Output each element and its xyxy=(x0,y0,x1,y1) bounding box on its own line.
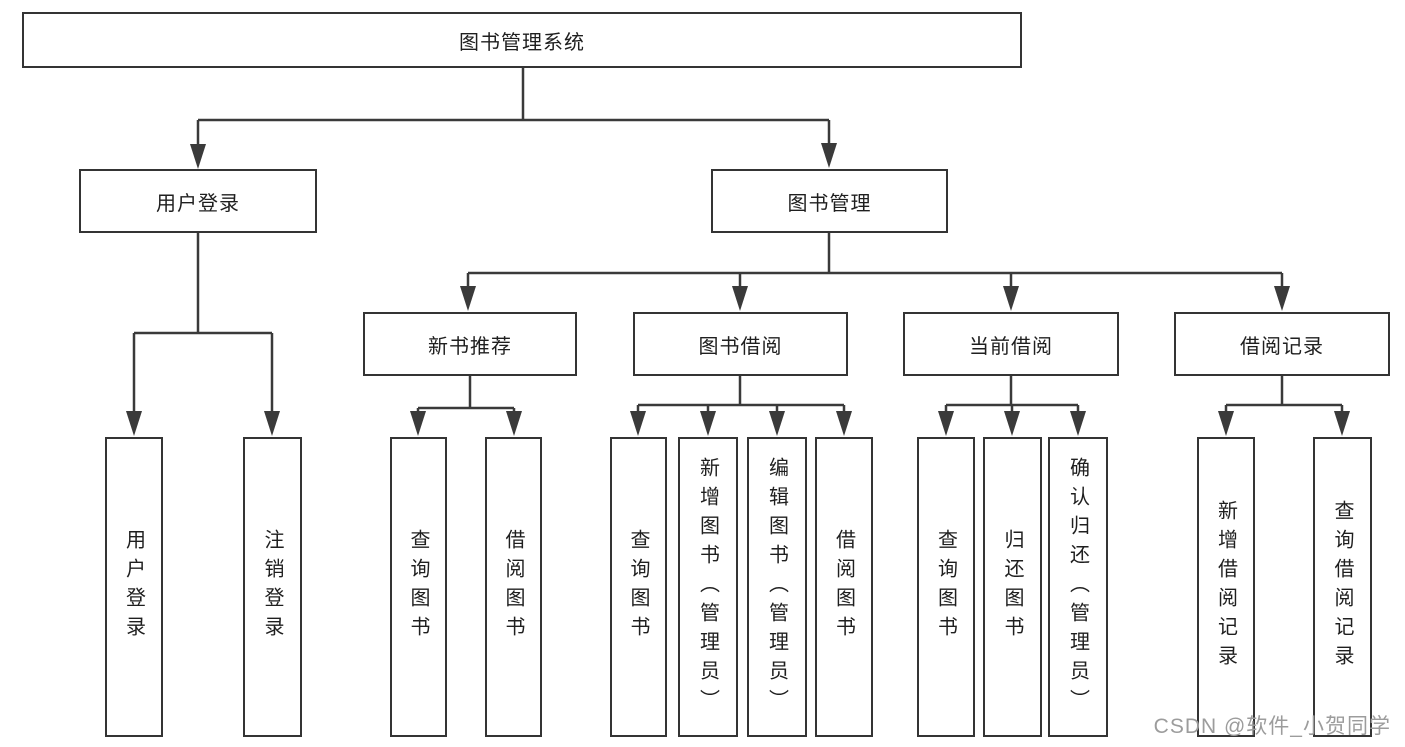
connector-root-to-level2 xyxy=(190,68,837,169)
connector-user-login-to-leaves xyxy=(126,233,280,436)
leaf-borrow-books-label: 借阅图书 xyxy=(832,529,855,645)
connector-records-to-leaves xyxy=(1218,376,1350,436)
leaf-edit-book-admin: 编辑图书（管理员） xyxy=(747,437,807,737)
leaf-logout: 注销登录 xyxy=(243,437,302,737)
node-borrowing-records: 借阅记录 xyxy=(1174,312,1390,376)
leaf-borrow-books: 借阅图书 xyxy=(815,437,873,737)
connector-new-book-to-leaves xyxy=(410,376,522,436)
leaf-confirm-return-admin: 确认归还（管理员） xyxy=(1048,437,1108,737)
leaf-borrow-books-recommend: 借阅图书 xyxy=(485,437,542,737)
leaf-user-login: 用户登录 xyxy=(105,437,163,737)
leaf-query-borrow-record: 查询借阅记录 xyxy=(1313,437,1372,737)
leaf-query-books-borrow-label: 查询图书 xyxy=(627,529,649,645)
node-new-book-recommend: 新书推荐 xyxy=(363,312,577,376)
leaf-logout-label: 注销登录 xyxy=(261,529,283,645)
leaf-user-login-label: 用户登录 xyxy=(122,529,145,645)
leaf-query-books-recommend-label: 查询图书 xyxy=(407,529,429,645)
leaf-query-books-recommend: 查询图书 xyxy=(390,437,447,737)
leaf-add-book-admin: 新增图书（管理员） xyxy=(678,437,738,737)
leaf-add-borrow-record-label: 新增借阅记录 xyxy=(1214,500,1237,674)
leaf-query-books-borrow: 查询图书 xyxy=(610,437,667,737)
leaf-query-books-current: 查询图书 xyxy=(917,437,975,737)
leaf-return-books: 归还图书 xyxy=(983,437,1042,737)
leaf-add-book-admin-label: 新增图书（管理员） xyxy=(696,456,719,718)
node-user-login: 用户登录 xyxy=(79,169,317,233)
node-library-management-system: 图书管理系统 xyxy=(22,12,1022,68)
csdn-watermark: CSDN @软件_小贺同学 xyxy=(1153,715,1391,738)
node-book-management: 图书管理 xyxy=(711,169,948,233)
connector-book-borrow-to-leaves xyxy=(630,376,852,436)
leaf-query-borrow-record-label: 查询借阅记录 xyxy=(1331,500,1353,674)
leaf-return-books-label: 归还图书 xyxy=(1001,529,1023,645)
leaf-borrow-books-recommend-label: 借阅图书 xyxy=(502,529,524,645)
leaf-query-books-current-label: 查询图书 xyxy=(934,529,957,645)
connector-current-borrow-to-leaves xyxy=(938,376,1086,436)
leaf-edit-book-admin-label: 编辑图书（管理员） xyxy=(765,456,788,718)
leaf-confirm-return-admin-label: 确认归还（管理员） xyxy=(1066,456,1089,718)
node-book-borrowing: 图书借阅 xyxy=(633,312,848,376)
connector-book-mgmt-to-level3 xyxy=(460,233,1290,311)
leaf-add-borrow-record: 新增借阅记录 xyxy=(1197,437,1255,737)
node-current-borrowing: 当前借阅 xyxy=(903,312,1119,376)
